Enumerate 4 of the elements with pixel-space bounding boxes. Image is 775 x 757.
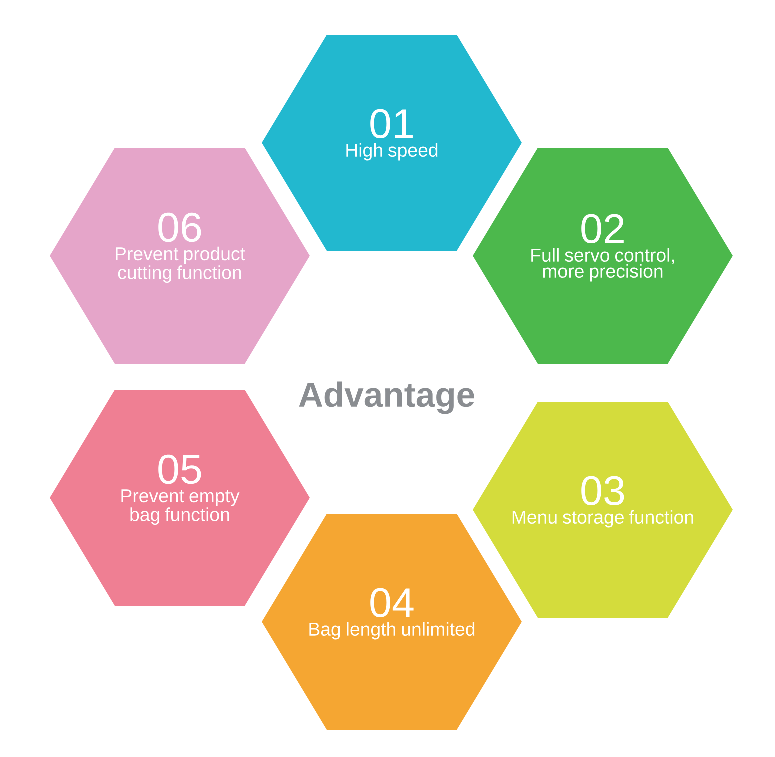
hexagon: 06 Prevent product cutting function xyxy=(50,148,310,364)
hexagon: 03 Menu storage function xyxy=(473,402,733,618)
hexagon: 01 High speed xyxy=(262,35,522,251)
hexagon: 02 Full servo control, more precision xyxy=(473,148,733,364)
